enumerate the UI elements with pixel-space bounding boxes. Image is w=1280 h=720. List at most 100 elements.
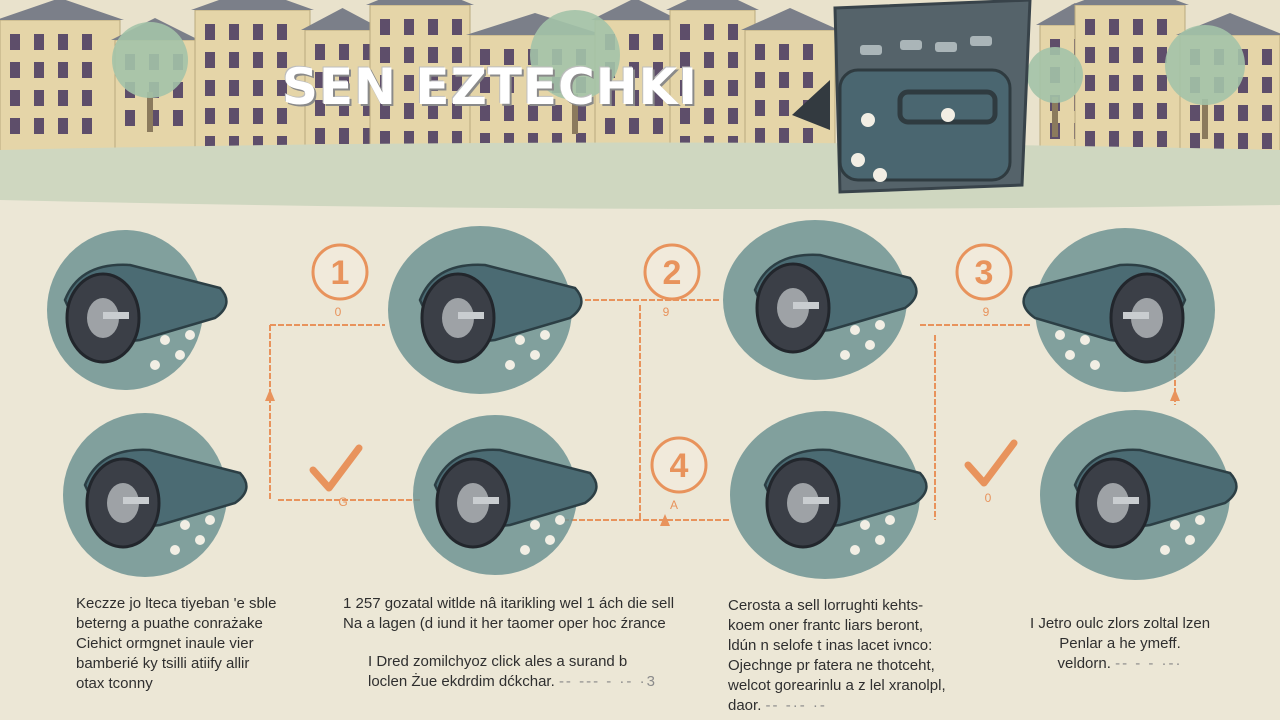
tree	[112, 22, 188, 132]
step-badge-3: 39	[955, 243, 1013, 319]
tree-trunk	[1202, 99, 1208, 139]
debris-puff	[160, 335, 170, 345]
building-window	[253, 136, 263, 152]
building-window	[629, 118, 639, 134]
caption-tail-marks: -- - - ·-·	[1115, 655, 1183, 672]
building-roof	[366, 0, 474, 5]
caption-line: I Jetro oulc zlors zoltal lzen	[1030, 615, 1211, 632]
building-window	[253, 108, 263, 124]
building-window	[704, 52, 714, 68]
building-window	[253, 52, 263, 68]
debris-puff	[1080, 335, 1090, 345]
building-window	[1238, 105, 1248, 121]
building-roof	[741, 8, 839, 30]
building-window	[380, 47, 390, 63]
building-window	[480, 49, 490, 65]
building-window	[58, 118, 68, 134]
building-window	[82, 90, 92, 106]
step-badge-ring	[650, 436, 708, 494]
debris-puff	[850, 545, 860, 555]
building-window	[576, 105, 586, 121]
building-window	[339, 72, 349, 88]
building-window	[277, 136, 287, 152]
building-window	[1085, 47, 1095, 63]
caption-line: ldún n selofe t inas lacet ivnco:	[728, 637, 933, 654]
building-window	[452, 131, 462, 147]
debris-puff	[170, 545, 180, 555]
building-window	[428, 75, 438, 91]
step-number: 2	[663, 254, 682, 292]
building-window	[363, 128, 373, 144]
building-window	[34, 62, 44, 78]
building-window	[34, 90, 44, 106]
building-window	[1085, 131, 1095, 147]
caption-line: 1 257 gozatal witlde nâ itarikling wel 1…	[343, 595, 675, 612]
building-window	[653, 90, 663, 106]
debris-puff	[205, 515, 215, 525]
check-icon	[964, 439, 1018, 487]
building-window	[1133, 131, 1143, 147]
building	[741, 8, 839, 156]
debris-puff	[555, 515, 565, 525]
building-window	[576, 133, 586, 149]
building-window	[173, 82, 183, 98]
building-window	[339, 100, 349, 116]
debris-puff	[873, 168, 887, 182]
debris-puff	[865, 340, 875, 350]
building-window	[253, 80, 263, 96]
step-vignette	[413, 415, 598, 575]
building-window	[315, 100, 325, 116]
building-window	[704, 108, 714, 124]
sign-slot	[897, 89, 998, 125]
building-window	[149, 110, 159, 126]
caption-column-3: Cerosta a sell lorrughti kehts- koem one…	[728, 596, 946, 716]
caption-line: welcot gorearinlu a z lel xranolpl,	[728, 677, 946, 694]
building-window	[125, 110, 135, 126]
building-window	[653, 118, 663, 134]
building-window	[728, 80, 738, 96]
building-window	[1085, 19, 1095, 35]
tree	[1165, 25, 1245, 139]
building	[0, 0, 124, 156]
building-window	[1214, 133, 1224, 149]
step-badge-ring	[955, 243, 1013, 301]
building-window	[1109, 47, 1119, 63]
step-badge-1: 10	[311, 243, 369, 319]
debris-puff	[1160, 545, 1170, 555]
building-window	[605, 90, 615, 106]
building-window	[629, 62, 639, 78]
check-sublabel: 0	[985, 491, 992, 505]
caption-line: Keczze jo lteca tiyeban 'e sble	[76, 595, 277, 612]
check-icon	[309, 444, 363, 492]
step-vignette	[723, 220, 918, 380]
building-window	[205, 52, 215, 68]
building-window	[728, 24, 738, 40]
building-window	[277, 80, 287, 96]
building-window	[528, 133, 538, 149]
vehicle-axle	[1123, 312, 1149, 319]
building-window	[1157, 19, 1167, 35]
tree-trunk	[1052, 97, 1058, 137]
building-window	[728, 108, 738, 124]
debris-puff	[175, 350, 185, 360]
building-window	[82, 34, 92, 50]
building-window	[1157, 103, 1167, 119]
debris-puff	[505, 360, 515, 370]
debris-puff	[515, 335, 525, 345]
step-sublabel: 0	[335, 305, 342, 319]
building-window	[205, 136, 215, 152]
building-window	[380, 103, 390, 119]
building-window	[680, 52, 690, 68]
debris-puff	[840, 350, 850, 360]
building-window	[755, 72, 765, 88]
building-window	[1109, 19, 1119, 35]
debris-puff	[875, 320, 885, 330]
building-window	[363, 100, 373, 116]
tree	[1027, 47, 1083, 137]
caption-text: daor.	[728, 697, 762, 714]
caption-line: I Dred zomilchyoz click ales a surand b	[368, 653, 628, 670]
building-window	[315, 44, 325, 60]
building-window	[504, 77, 514, 93]
building-roof	[191, 0, 314, 10]
building-window	[404, 47, 414, 63]
